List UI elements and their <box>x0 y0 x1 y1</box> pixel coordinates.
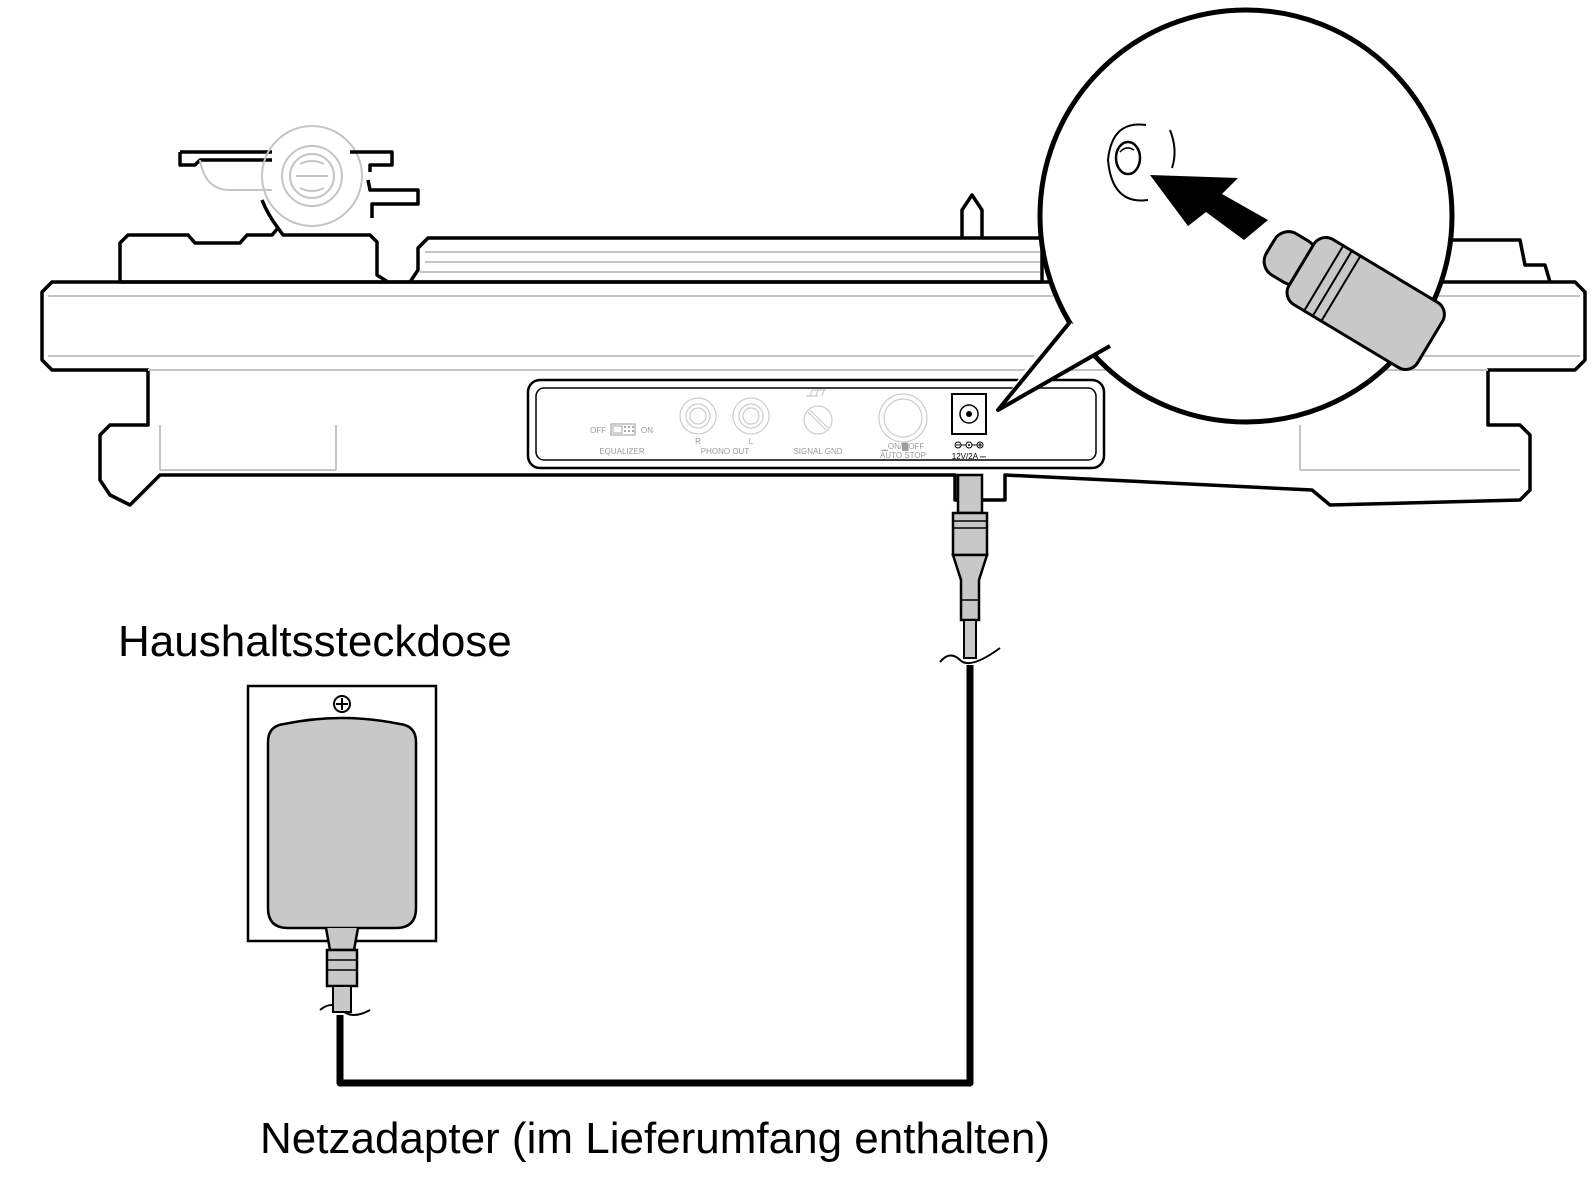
dc-rating-label: 12V/2A ⎓ <box>952 452 987 461</box>
outlet-label: Haushaltssteckdose <box>118 617 512 666</box>
zoom-callout <box>996 7 1455 425</box>
auto-stop-label: AUTO STOP <box>880 451 926 460</box>
phono-r-label: R <box>695 437 701 446</box>
tonearm <box>178 125 420 230</box>
rear-panel: OFF ON EQUALIZER R L PHONO OUT SIGNAL GN… <box>526 378 1106 470</box>
dc-in-jack: 12V/2A ⎓ <box>951 393 987 461</box>
auto-stop-onoff-label: ▁ON/▇OFF <box>881 442 925 451</box>
zoom-dc-plug <box>1262 230 1446 371</box>
signal-gnd-label: SIGNAL GND <box>793 447 842 456</box>
zoom-dc-socket <box>1106 123 1176 202</box>
turntable-body <box>40 193 1587 507</box>
phono-l-label: L <box>749 437 754 446</box>
insert-arrow-icon <box>1150 175 1268 240</box>
equalizer-switch: OFF ON EQUALIZER <box>590 423 653 456</box>
eq-off-label: OFF <box>590 426 606 435</box>
adapter-label: Netzadapter (im Lieferumfang enthalten) <box>260 1114 1050 1163</box>
phono-out-jacks: R L PHONO OUT <box>679 397 770 456</box>
power-adapter <box>266 716 418 1013</box>
dc-plug <box>951 473 989 659</box>
eq-on-label: ON <box>641 426 653 435</box>
signal-ground-terminal: SIGNAL GND <box>793 389 843 456</box>
auto-stop-switch: ▁ON/▇OFF AUTO STOP <box>878 393 928 460</box>
phono-out-label: PHONO OUT <box>701 447 750 456</box>
equalizer-label: EQUALIZER <box>599 447 645 456</box>
